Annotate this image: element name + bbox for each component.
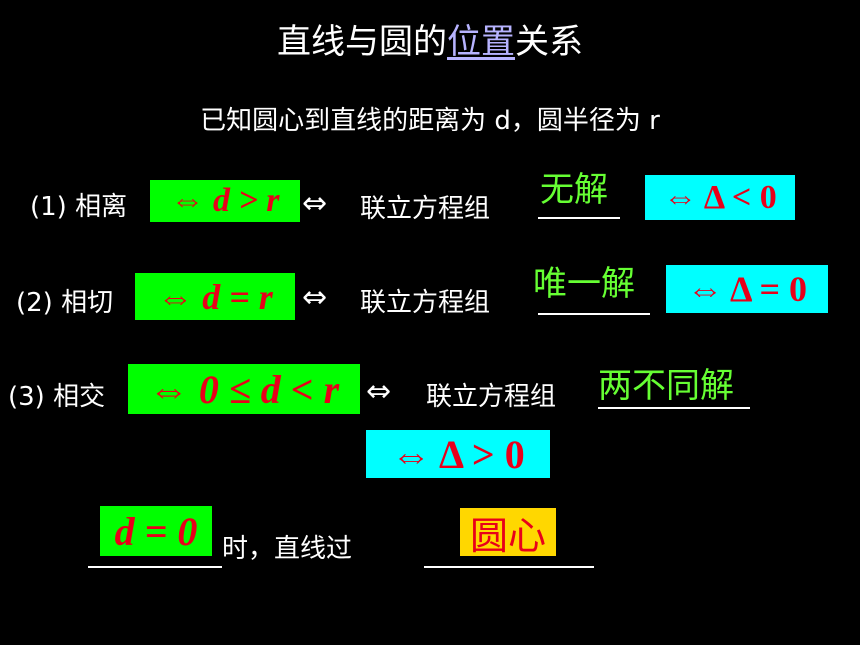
case1-discriminant: ⇔ Δ < 0	[645, 175, 795, 220]
case2-discriminant: ⇔ Δ = 0	[666, 265, 828, 313]
case2-label: (2) 相切	[16, 288, 114, 318]
case3-label: (3) 相交	[8, 382, 106, 412]
case3-blank	[598, 407, 750, 409]
bottom-text: 时，直线过	[222, 534, 353, 564]
case1-system: 联立方程组	[360, 194, 491, 224]
title-suffix: 关系	[515, 22, 583, 62]
case3-equiv-arrow: ⇔	[366, 374, 392, 409]
bottom-answer: 圆心	[460, 508, 556, 558]
case1-condition: ⇔ d > r	[150, 180, 300, 222]
case2-equiv-arrow: ⇔	[302, 280, 328, 315]
bottom-blank-2	[424, 566, 594, 568]
bottom-blank-1	[88, 566, 222, 568]
case3-discriminant: ⇔ Δ > 0	[366, 430, 550, 478]
case1-label: (1) 相离	[30, 192, 128, 222]
case2-system: 联立方程组	[360, 288, 491, 318]
case1-blank	[538, 217, 620, 219]
case2-blank	[538, 313, 650, 315]
title-link[interactable]: 位置	[447, 22, 515, 62]
case1-equiv-arrow: ⇔	[302, 186, 328, 221]
bottom-condition: d = 0	[100, 506, 212, 556]
subtitle: 已知圆心到直线的距离为 d，圆半径为 r	[200, 106, 660, 136]
case3-answer: 两不同解	[598, 366, 734, 406]
case1-answer: 无解	[540, 170, 608, 210]
case2-condition: ⇔ d = r	[135, 273, 295, 320]
case2-answer: 唯一解	[533, 264, 635, 304]
case3-system: 联立方程组	[426, 382, 557, 412]
title-prefix: 直线与圆的	[277, 22, 447, 62]
case3-condition: ⇔ 0 ≤ d < r	[128, 364, 360, 414]
page-title: 直线与圆的位置关系	[0, 14, 860, 63]
